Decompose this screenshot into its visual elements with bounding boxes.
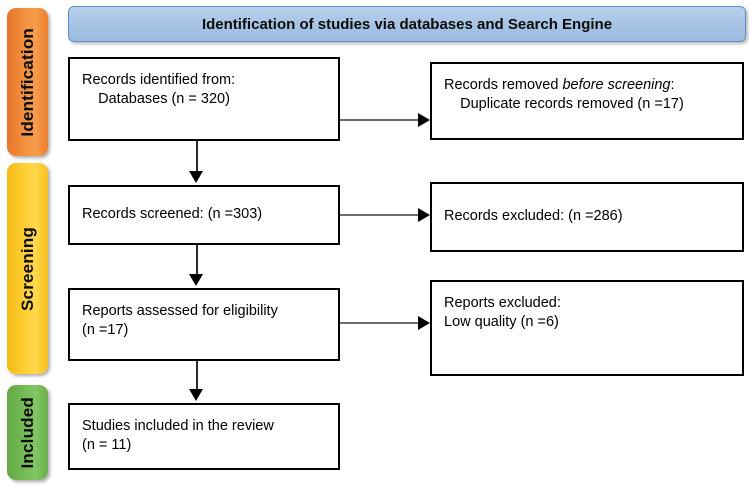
box-reports-assessed-line1: Reports assessed for eligibility [82, 303, 278, 319]
connector-screened-to-eligibility-arrowhead-icon [189, 274, 203, 286]
box-records-screened-text: Records screened: (n =303) [82, 206, 263, 223]
connector-identified-to-screened-line [196, 141, 198, 173]
connector-identified-to-removed-line [340, 119, 420, 121]
diagram-title: Identification of studies via databases … [201, 15, 613, 33]
box-reports-excluded-text: Reports excluded: Low quality (n =6) [444, 294, 732, 332]
box-records-removed: Records removed before screening: Duplic… [430, 62, 744, 140]
box-records-removed-text: Records removed before screening: Duplic… [444, 76, 732, 114]
box-studies-included-line1: Studies included in the review [82, 418, 274, 434]
connector-eligibility-to-included-arrowhead-icon [189, 389, 203, 401]
box-reports-assessed-text: Reports assessed for eligibility (n =17) [82, 302, 328, 340]
phase-sidebar-included: Included [7, 385, 48, 480]
box-records-identified-line1: Records identified from: [82, 72, 236, 88]
box-reports-excluded-line2: Low quality (n =6) [444, 314, 559, 331]
box-records-identified-line2: Databases (n = 320) [82, 91, 230, 108]
box-reports-excluded-line1: Reports excluded: [444, 295, 561, 311]
box-studies-included-text: Studies included in the review (n = 11) [82, 417, 328, 455]
connector-identified-to-removed-arrowhead-icon [418, 113, 430, 127]
box-records-identified-text: Records identified from: Databases (n = … [82, 71, 328, 109]
phase-sidebar-screening: Screening [7, 163, 48, 374]
box-records-identified: Records identified from: Databases (n = … [68, 57, 340, 141]
phase-label-identification: Identification [17, 27, 37, 137]
diagram-title-banner: Identification of studies via databases … [68, 6, 746, 42]
box-records-excluded-text: Records excluded: (n =286) [444, 208, 623, 225]
box-reports-assessed-eligibility: Reports assessed for eligibility (n =17) [68, 288, 340, 361]
box-studies-included-line2: (n = 11) [82, 437, 132, 454]
box-reports-assessed-line2: (n =17) [82, 322, 129, 339]
connector-identified-to-screened-arrowhead-icon [189, 171, 203, 183]
connector-eligibility-to-reports-excluded-arrowhead-icon [418, 316, 430, 330]
phase-label-screening: Screening [17, 226, 37, 311]
box-records-excluded: Records excluded: (n =286) [430, 182, 744, 252]
box-records-removed-suffix: : [670, 77, 675, 93]
phase-sidebar-identification: Identification [7, 8, 48, 156]
connector-eligibility-to-reports-excluded-line [340, 322, 420, 324]
connector-screened-to-excluded-line [340, 214, 420, 216]
phase-label-included: Included [17, 396, 37, 469]
connector-eligibility-to-included-line [196, 361, 198, 391]
box-records-screened: Records screened: (n =303) [68, 185, 340, 245]
box-studies-included: Studies included in the review (n = 11) [68, 403, 340, 470]
box-reports-excluded: Reports excluded: Low quality (n =6) [430, 280, 744, 376]
box-records-removed-prefix: Records removed [444, 77, 563, 93]
connector-screened-to-excluded-arrowhead-icon [418, 208, 430, 222]
box-records-removed-emphasis: before screening [562, 77, 671, 93]
connector-screened-to-eligibility-line [196, 245, 198, 276]
box-records-removed-line2: Duplicate records removed (n =17) [444, 96, 684, 113]
